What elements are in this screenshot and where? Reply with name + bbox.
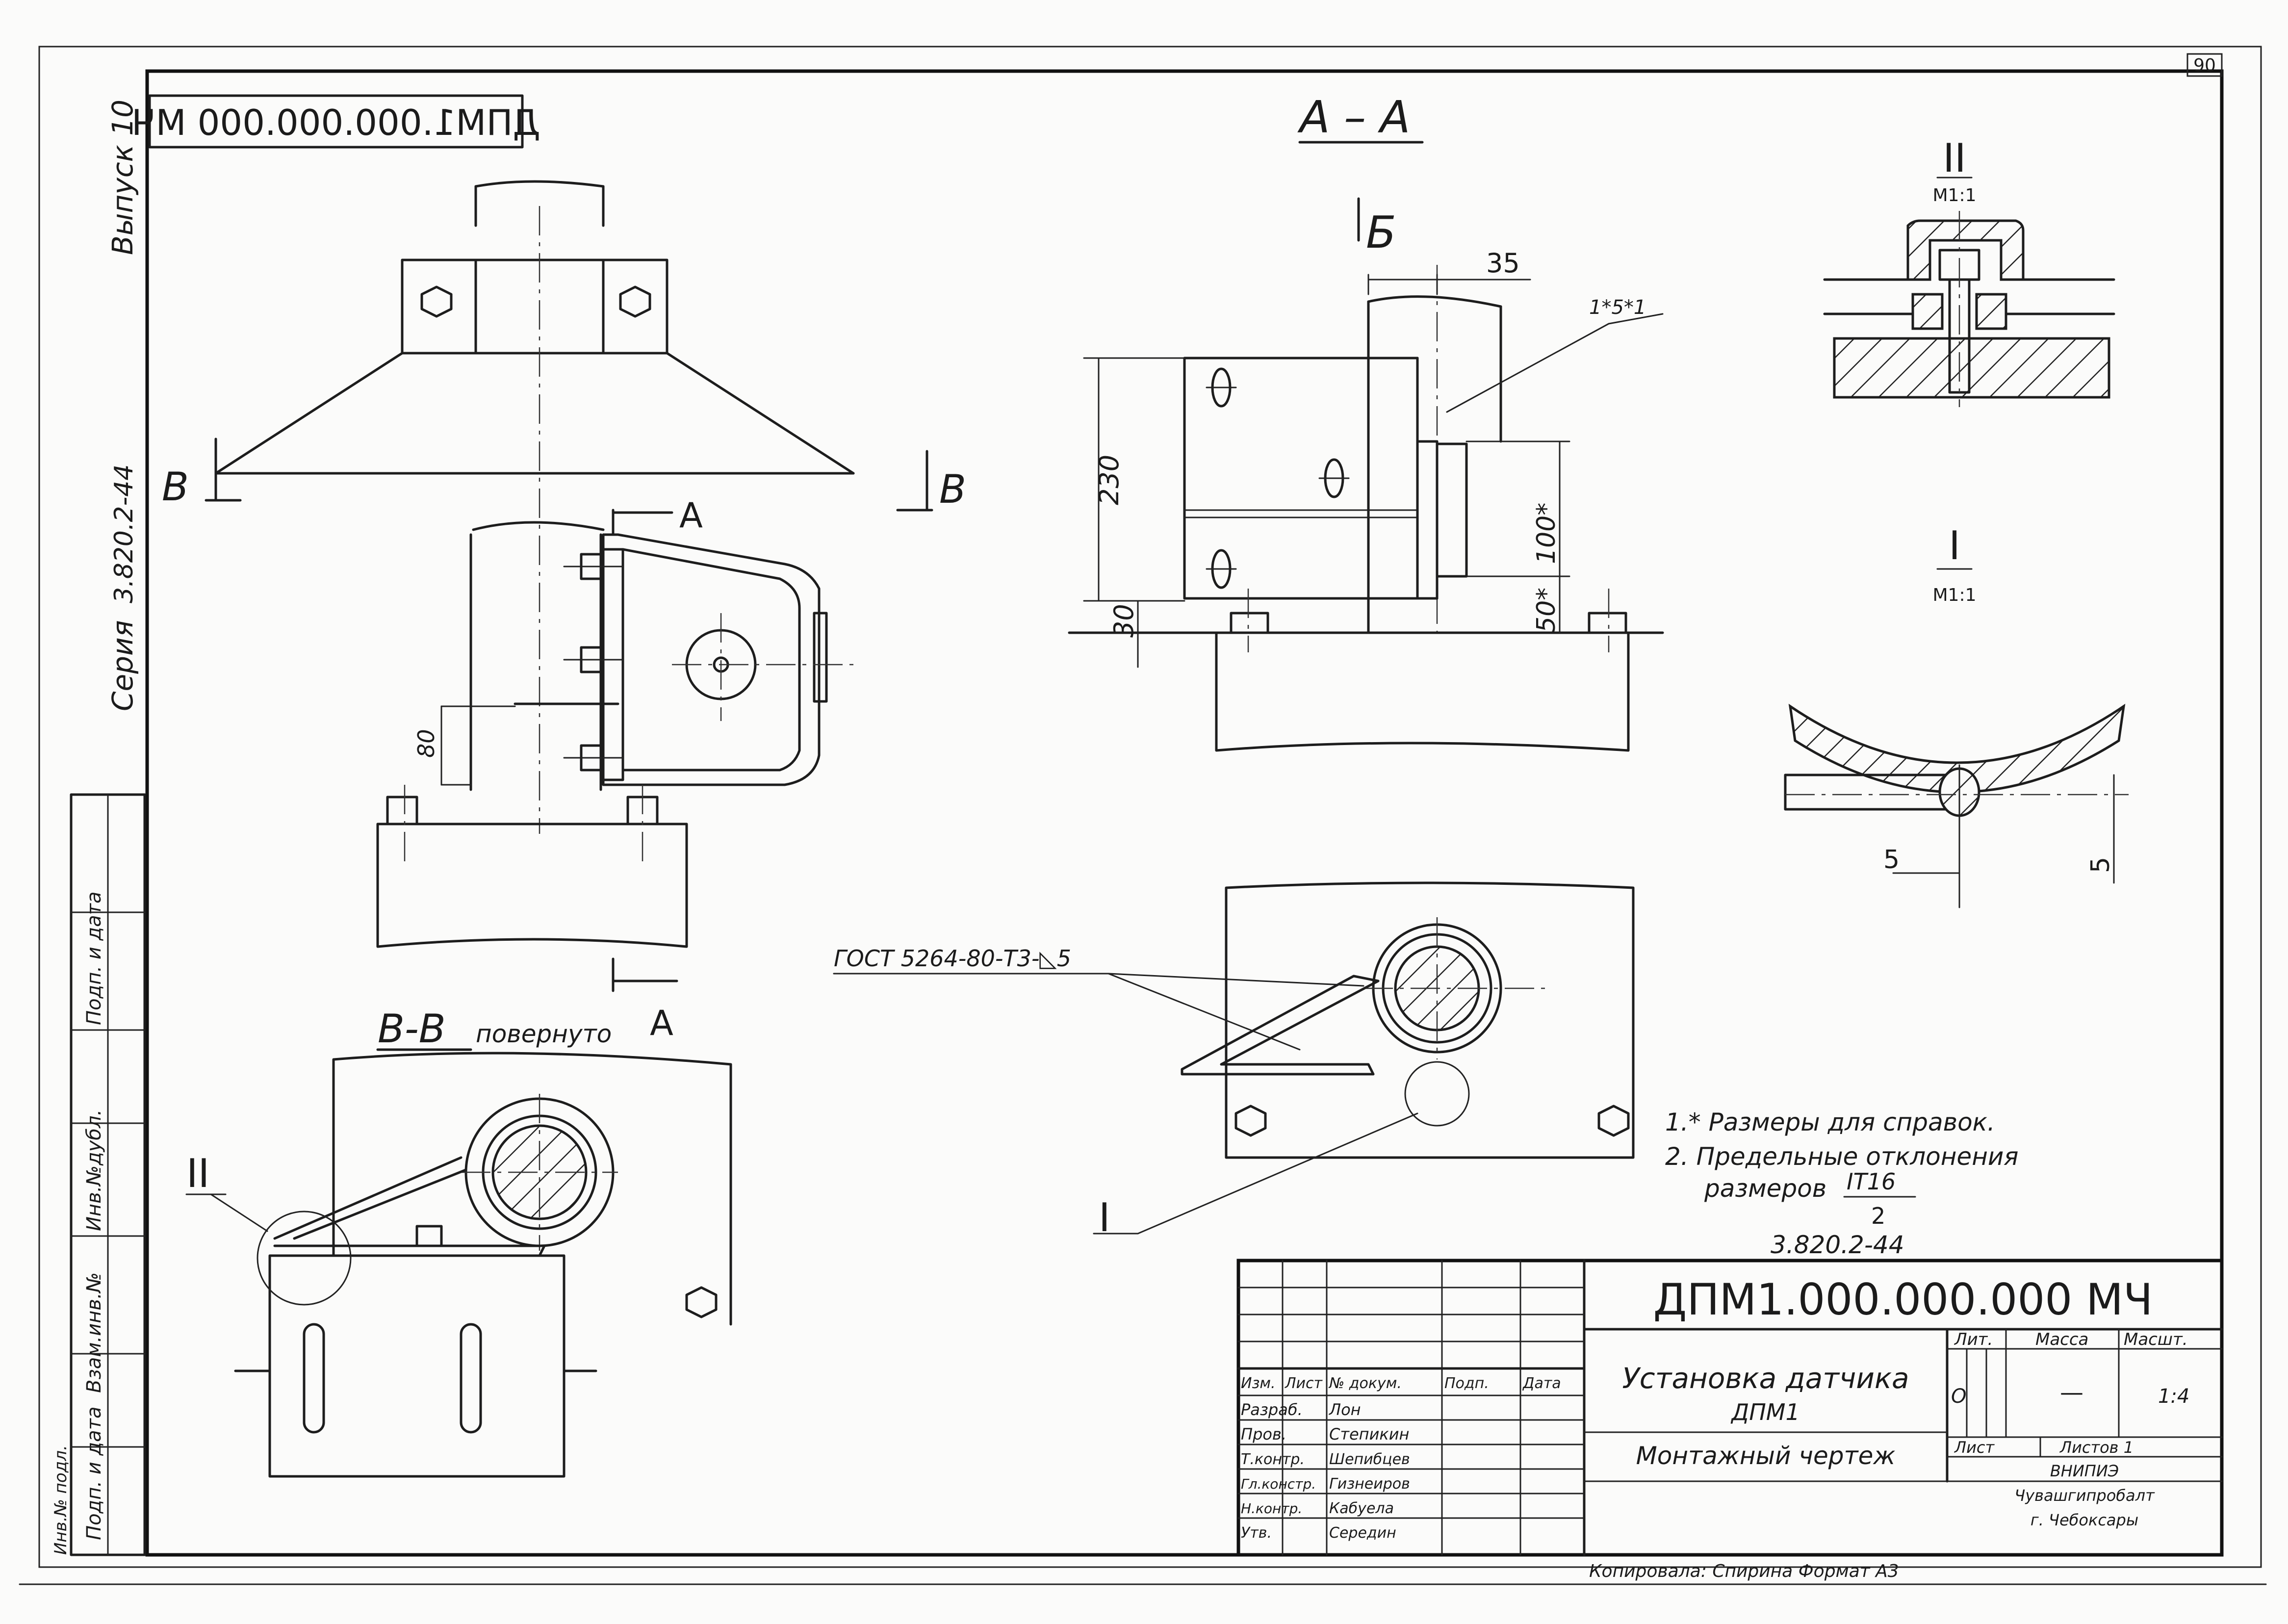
main-view: 80 В В А А [162, 180, 966, 1043]
sheet-mark: 90 [2186, 53, 2223, 77]
detail-ii: II М1:1 [1823, 135, 2115, 407]
plan-callout: I [1099, 1195, 1110, 1240]
margin-cell-2: Подп. и дата [83, 892, 105, 1025]
inner-frame [145, 69, 2224, 1557]
tb-sheets-label: Листов 1 [2059, 1438, 2134, 1457]
tb-org-line2: Чувашгипробалт [2014, 1486, 2155, 1505]
tb-header-3: Подп. [1444, 1375, 1489, 1392]
margin-cell-4: Инв.№ подл. [51, 1445, 71, 1555]
tb-name-2: Шепибцев [1329, 1451, 1410, 1468]
margin-table: Взам.инв.№ Инв.№дубл. Подп. и дата Подп.… [51, 793, 146, 1556]
tb-header-1: Лист [1285, 1375, 1323, 1392]
note-fraction-den: 2 [1871, 1203, 1885, 1229]
tb-header-2: № докум. [1328, 1375, 1402, 1392]
series-label: Серия [106, 620, 139, 711]
section-vv-subtitle: повернуто [476, 1020, 612, 1048]
tb-role-3: Гл.констр. [1241, 1476, 1316, 1492]
tb-footer: Копировала: Спирина Формат А3 [1589, 1561, 1899, 1581]
dim-50: 50* [1532, 588, 1561, 633]
tb-org-line3: г. Чебоксары [2031, 1511, 2138, 1529]
tb-lit-value: О [1951, 1385, 1966, 1408]
cut-mark-left: В [162, 464, 189, 510]
note-2: 2. Предельные отклонения [1665, 1142, 2018, 1171]
tb-doc-type: Монтажный чертеж [1636, 1442, 1896, 1470]
dim-35: 35 [1486, 248, 1520, 279]
detail-ii-title: II [1943, 135, 1966, 181]
tb-name-0: Лон [1329, 1400, 1361, 1419]
tb-role-4: Н.контр. [1241, 1500, 1302, 1517]
tb-org-line1: ВНИПИЭ [2050, 1462, 2119, 1480]
tb-role-1: Пров. [1241, 1425, 1286, 1444]
detail-ii-scale: М1:1 [1933, 185, 1977, 206]
weld-standard: ГОСТ 5264-80-Т3-◺5 [834, 945, 1071, 972]
note-fraction-num: IT16 [1847, 1168, 1896, 1195]
plan-view: ГОСТ 5264-80-Т3-◺5 I [833, 881, 1635, 1240]
tb-series-above: 3.820.2-44 [1771, 1231, 1904, 1259]
tb-header-0: Изм. [1241, 1375, 1276, 1392]
tb-name-1: Степикин [1329, 1425, 1409, 1444]
detail-i-title: I [1949, 523, 1960, 568]
note-1: 1.* Размеры для справок. [1665, 1108, 1995, 1136]
detail-i-scale: М1:1 [1933, 585, 1977, 605]
series-value: 3.820.2-44 [109, 464, 139, 603]
dim-30: 30 [1108, 604, 1139, 638]
tb-name-5: Середин [1329, 1524, 1396, 1542]
detail-i: I М1:1 5 5 [1784, 523, 2129, 908]
tb-role-5: Утв. [1241, 1524, 1272, 1542]
view-b-mark: Б [1366, 207, 1396, 258]
margin-cell-1: Инв.№дубл. [83, 1109, 105, 1231]
section-arrow-top: А [679, 495, 703, 536]
cut-mark-right: В [939, 466, 966, 512]
outer-frame [38, 46, 2262, 1568]
dim-100: 100* [1532, 503, 1561, 564]
tb-header-4: Дата [1522, 1375, 1561, 1392]
mirrored-code-box: ДПМ1.000.000.000 МЧ [131, 94, 540, 149]
tb-lit-label: Лит. [1954, 1330, 1993, 1349]
tb-scale-label: Масшт. [2124, 1330, 2188, 1349]
tb-title-line1: Установка датчика [1622, 1362, 1909, 1395]
tb-title-line2: ДПМ1 [1730, 1399, 1800, 1425]
tb-mass-value: — [2060, 1379, 2083, 1406]
tb-mass-label: Масса [2035, 1330, 2088, 1349]
section-vv: В-В повернуто II [185, 1006, 732, 1478]
dim-80: 80 [413, 729, 439, 758]
tb-name-3: Гизнеиров [1329, 1475, 1410, 1493]
note-3: размеров [1704, 1174, 1826, 1203]
tb-role-2: Т.контр. [1241, 1451, 1305, 1468]
detail-i-dim-right: 5 [2086, 857, 2115, 873]
tb-scale-value: 1:4 [2158, 1385, 2189, 1408]
detail-i-dim-left: 5 [1883, 845, 1900, 875]
section-vv-callout: II [186, 1151, 209, 1196]
svg-text:90: 90 [2193, 55, 2216, 76]
title-block: 3.820.2-44 Изм. Лист № докум. Подп [1236, 1231, 2224, 1581]
issue-label: Выпуск 10 [106, 100, 139, 255]
svg-text:ДПМ1.000.000.000 МЧ: ДПМ1.000.000.000 МЧ [131, 102, 540, 143]
section-vv-title: В-В [378, 1006, 446, 1052]
tb-role-0: Разраб. [1241, 1400, 1303, 1419]
section-aa-title: А – А [1297, 92, 1410, 143]
tb-sheet-label: Лист [1954, 1438, 1995, 1457]
dim-230: 230 [1094, 455, 1125, 505]
weld-mark: 1*5*1 [1589, 296, 1646, 319]
notes: 1.* Размеры для справок. 2. Предельные о… [1665, 1108, 2018, 1229]
tb-designation: ДПМ1.000.000.000 МЧ [1653, 1274, 2153, 1325]
section-arrow-bottom: А [650, 1003, 673, 1043]
tb-name-4: Кабуела [1329, 1500, 1394, 1517]
section-aa: А – А Б 35 [1068, 92, 1664, 752]
margin-cell-0: Взам.инв.№ [83, 1272, 105, 1393]
margin-cell-3: Подп. и дата [83, 1407, 105, 1540]
